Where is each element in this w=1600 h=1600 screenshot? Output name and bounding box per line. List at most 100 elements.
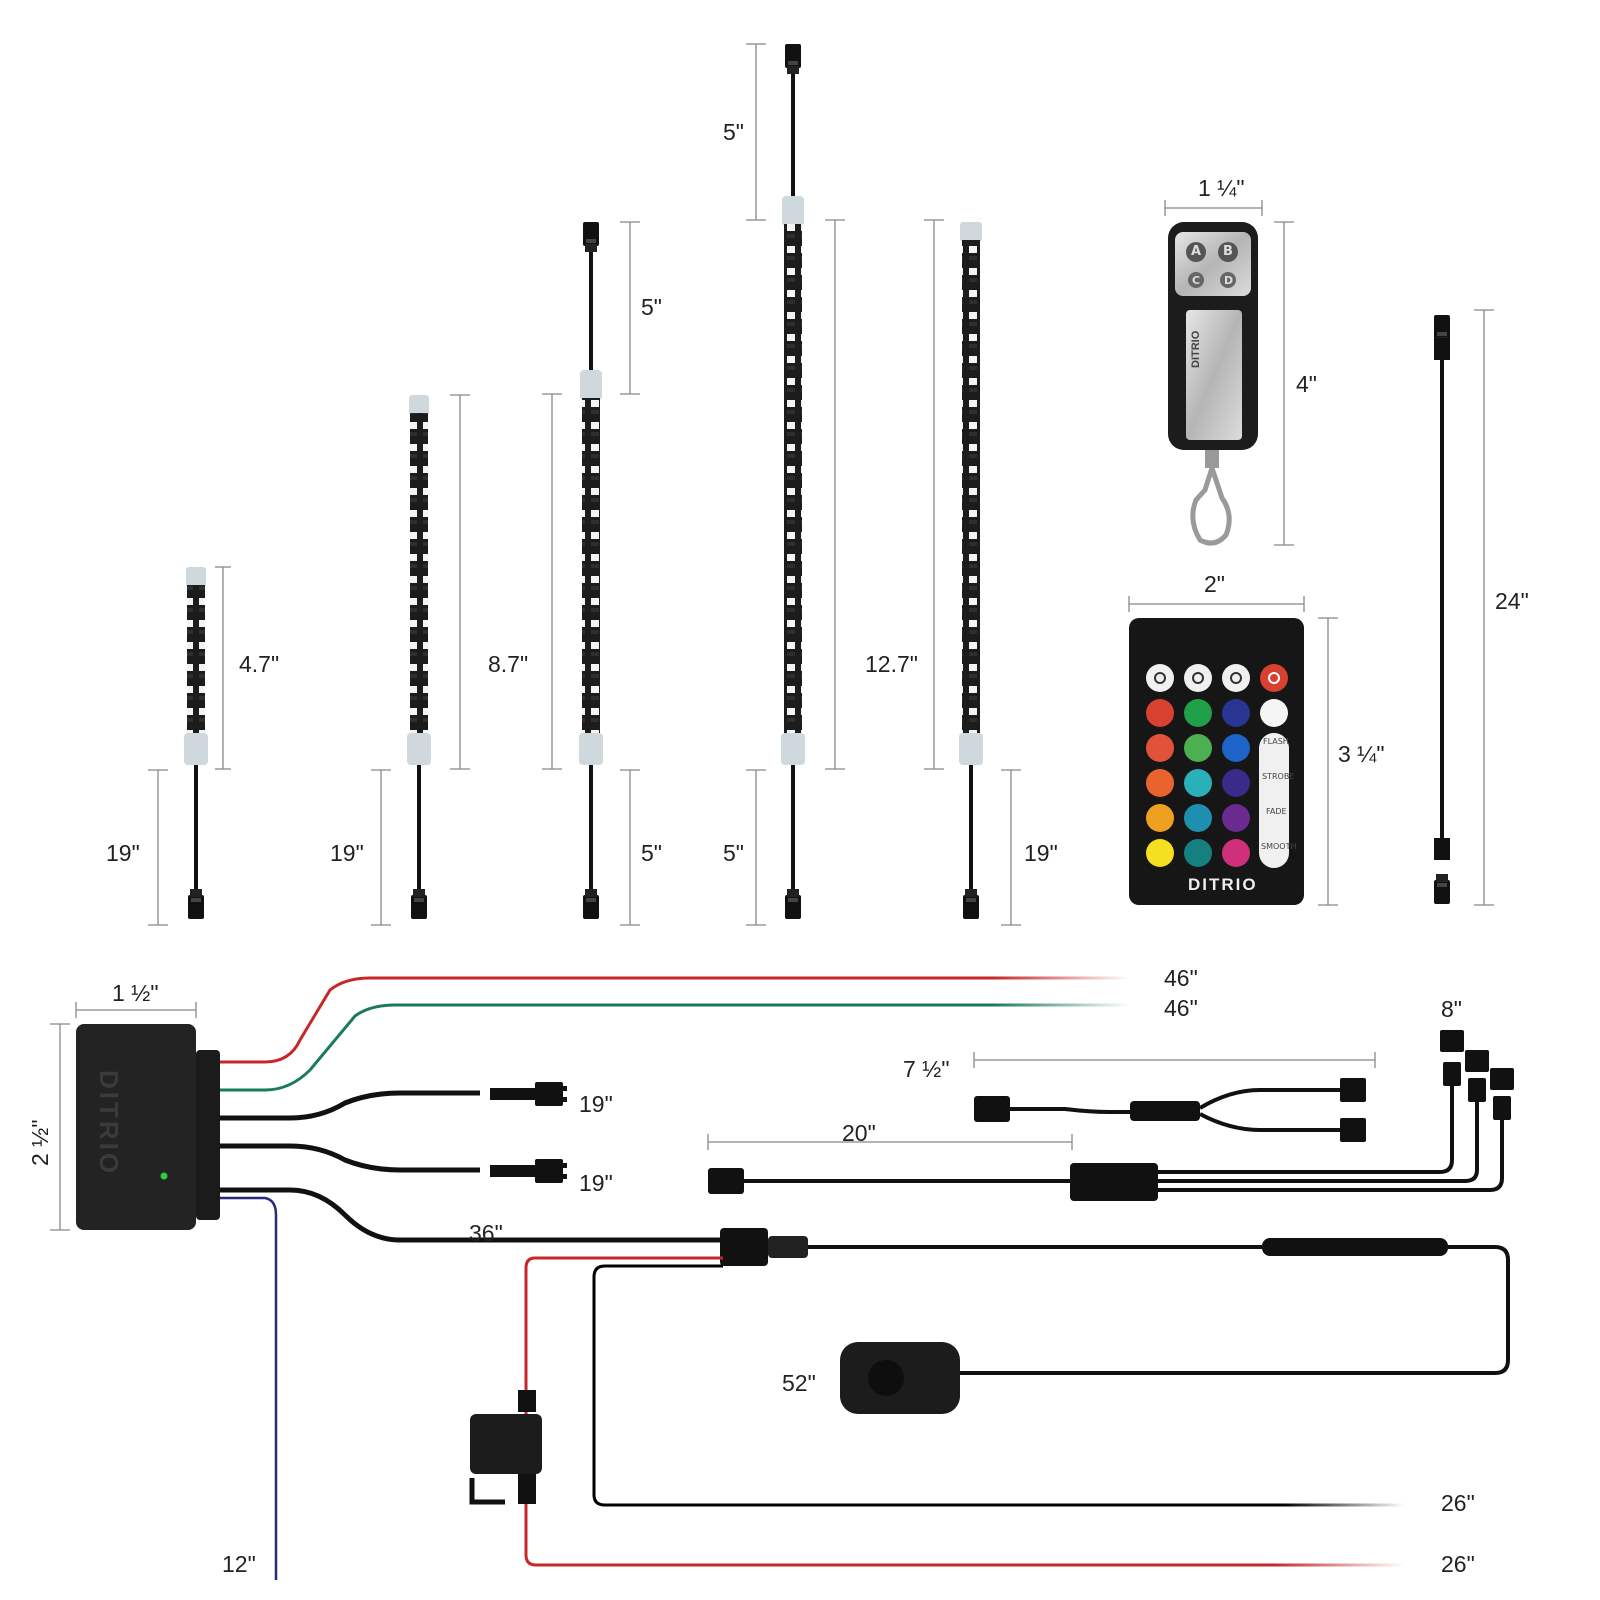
- power-harness: [469, 1228, 1510, 1567]
- main-cable-36: [216, 1187, 720, 1243]
- led-strip-3: [542, 221, 640, 926]
- blue-wire-label: 12": [222, 1551, 256, 1577]
- ir-remote-brand-logo: DITRIO: [1188, 875, 1258, 894]
- status-led-icon: [160, 1172, 168, 1180]
- strip-4-bottom-cable-label: 5": [723, 840, 744, 866]
- keyfob-button-c[interactable]: [1188, 272, 1204, 288]
- color-button[interactable]: [1222, 839, 1250, 867]
- keyfob-button-b[interactable]: [1218, 242, 1238, 262]
- settings-button[interactable]: [1222, 664, 1250, 692]
- red-lead-label: 26": [1441, 1551, 1475, 1577]
- led-strip-5: [924, 219, 1021, 926]
- control-box-brand-logo: DITRIO: [94, 1070, 124, 1177]
- extension-cable-length-label: 24": [1495, 588, 1529, 614]
- ir-button-fade[interactable]: FADE: [1266, 807, 1287, 816]
- black-lead-label: 26": [1441, 1490, 1475, 1516]
- control-box-width-label: 1 ½": [112, 980, 159, 1006]
- keyfob-label-a: A: [1191, 244, 1202, 259]
- color-button[interactable]: [1146, 734, 1174, 762]
- strip-4-length-label: 12.7": [865, 651, 918, 677]
- color-button[interactable]: [1184, 769, 1212, 797]
- color-button[interactable]: [1184, 839, 1212, 867]
- led-strip-4: [746, 43, 845, 926]
- keyfob-label-d: D: [1224, 274, 1234, 287]
- color-button[interactable]: [1222, 804, 1250, 832]
- keyfob-label-c: C: [1192, 274, 1201, 287]
- color-button[interactable]: [1146, 839, 1174, 867]
- color-button[interactable]: [1222, 769, 1250, 797]
- y-splitter: [973, 1052, 1376, 1142]
- strip-2-length-label: 8.7": [488, 651, 529, 677]
- keyfob-brand-logo: DITRIO: [1190, 330, 1202, 368]
- keyfob-clasp: [1190, 459, 1232, 546]
- keyfob-remote: [1164, 200, 1294, 546]
- four-way-splitter: [707, 1030, 1514, 1201]
- color-button[interactable]: [1146, 769, 1174, 797]
- output-connector-1: [490, 1082, 567, 1106]
- color-button[interactable]: [1222, 734, 1250, 762]
- ir-remote-height-label: 3 ¼": [1338, 741, 1385, 767]
- strip-3-top-cable-label: 5": [641, 294, 662, 320]
- power-icon: [1268, 672, 1280, 684]
- settings-icon: [1230, 672, 1242, 684]
- strip-1-end-cap: [186, 567, 206, 587]
- ir-button-smooth[interactable]: SMOOTH: [1261, 842, 1297, 851]
- output-connector-2: [490, 1159, 567, 1183]
- keyfob-button-d[interactable]: [1220, 272, 1236, 288]
- red-wire-46: [216, 976, 1130, 1064]
- strip-1-connector: [188, 889, 204, 919]
- keyfob-ring-link: [1205, 450, 1219, 468]
- keyfob-width-label: 1 ¼": [1198, 175, 1245, 201]
- strip-1-length-label: 4.7": [239, 651, 280, 677]
- led-strip-2: [371, 394, 470, 926]
- color-button[interactable]: [1146, 699, 1174, 727]
- color-button[interactable]: [1260, 699, 1288, 727]
- mode-button-strip: [1259, 733, 1289, 868]
- control-box-assembly: [50, 976, 1130, 1580]
- keyfob-button-a[interactable]: [1186, 242, 1206, 262]
- four-way-splitter-length-label: 20": [842, 1120, 876, 1146]
- brightness-up-button[interactable]: [1146, 664, 1174, 692]
- strip-4-top-cable-label: 5": [723, 119, 744, 145]
- strip-1-led-bar: [187, 585, 205, 735]
- main-connector: [720, 1228, 768, 1266]
- ir-remote: [1128, 596, 1338, 906]
- strip-1-cable-label: 19": [106, 840, 140, 866]
- extension-cable: [1434, 309, 1494, 906]
- brightness-down-button[interactable]: [1184, 664, 1212, 692]
- black-power-lead: [592, 1264, 1405, 1507]
- ir-button-strobe[interactable]: STROBE: [1262, 772, 1295, 781]
- y-splitter-length-label: 7 ½": [903, 1056, 950, 1082]
- ir-remote-width-label: 2": [1204, 571, 1225, 597]
- green-wire-46: [216, 1003, 1130, 1092]
- color-button[interactable]: [1146, 804, 1174, 832]
- strip-5-cable-label: 19": [1024, 840, 1058, 866]
- color-button[interactable]: [1184, 734, 1212, 762]
- blue-wire-12: [216, 1196, 278, 1580]
- keyfob-button-panel: [1175, 232, 1251, 296]
- control-box-height-label: 2 ½": [27, 1119, 53, 1166]
- brightness-up-icon: [1154, 672, 1166, 684]
- strip-1-sleeve: [184, 733, 208, 765]
- output-1-cable-label: 19": [579, 1091, 613, 1117]
- color-button[interactable]: [1222, 699, 1250, 727]
- output-2-cable-label: 19": [579, 1170, 613, 1196]
- output-cable-1: [216, 1090, 480, 1121]
- color-button[interactable]: [1184, 804, 1212, 832]
- color-button[interactable]: [1184, 699, 1212, 727]
- brightness-down-icon: [1192, 672, 1204, 684]
- keyfob-plate: [1186, 310, 1242, 440]
- strip-2-cable-label: 19": [330, 840, 364, 866]
- inline-connector: [1262, 1238, 1448, 1256]
- strip-3-bottom-cable-label: 5": [641, 840, 662, 866]
- red-power-lead: [524, 1256, 1405, 1567]
- led-strip-1: [148, 566, 231, 926]
- ir-button-flash[interactable]: FLASH: [1263, 737, 1289, 746]
- red-wire-label: 46": [1164, 965, 1198, 991]
- dimmer-knob[interactable]: [868, 1360, 904, 1396]
- switch-cable-label: 52": [782, 1370, 816, 1396]
- power-button[interactable]: [1260, 664, 1288, 692]
- keyfob-label-b: B: [1223, 244, 1233, 259]
- green-wire-label: 46": [1164, 995, 1198, 1021]
